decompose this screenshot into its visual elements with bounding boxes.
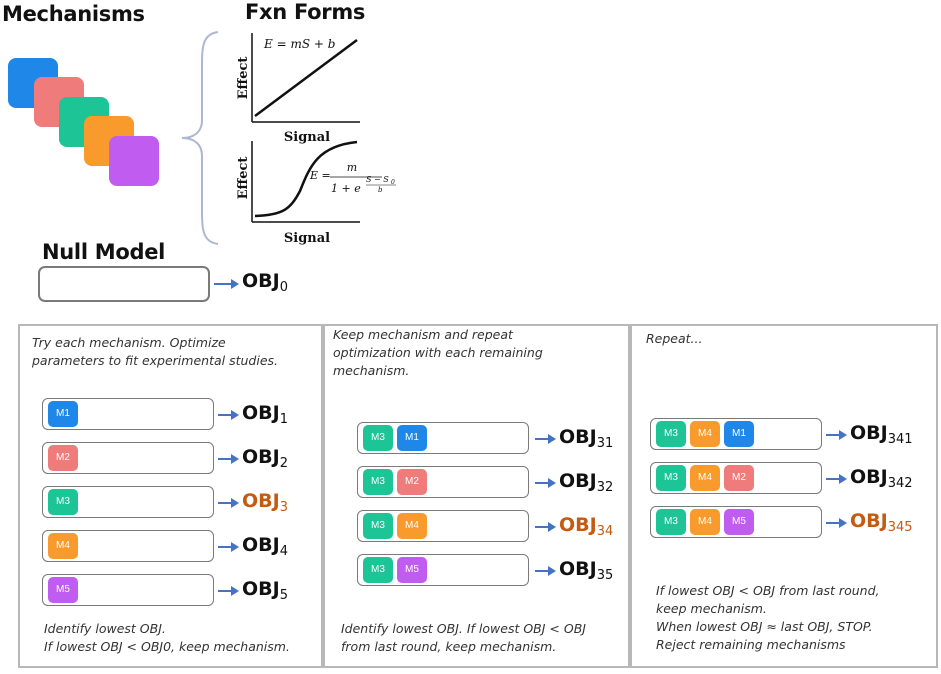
panel-3-row-3-obj-selected: OBJ345: [850, 510, 913, 535]
chip-m2: M2: [48, 445, 78, 471]
panel-2-row-1-arrow: [535, 434, 556, 444]
panel-1-row-2-arrow: [218, 454, 239, 464]
panel-1-row-5-arrow: [218, 586, 239, 596]
chip-m3: M3: [48, 489, 78, 515]
chip-m4: M4: [690, 421, 720, 447]
chip-m2: M2: [397, 469, 427, 495]
panel-1-row-4-arrow: [218, 542, 239, 552]
panel-2-row-3-arrow: [535, 522, 556, 532]
panel-2-row-4-obj: OBJ35: [559, 558, 614, 583]
panel-2-caption-bottom: Identify lowest OBJ. If lowest OBJ < OBJ…: [341, 621, 586, 654]
chip-m1: M1: [724, 421, 754, 447]
sigmoid-chart: Effect Signal E = m 1 + e S − S 0 b: [236, 140, 396, 246]
panel-1-row-1-arrow: [218, 410, 239, 420]
chip-m3: M3: [363, 513, 393, 539]
panel-1-row-4-box: M4: [42, 530, 214, 562]
svg-text:0: 0: [391, 179, 395, 186]
panel-1-row-2-box: M2: [42, 442, 214, 474]
panel-1-caption-bottom: Identify lowest OBJ. If lowest OBJ < OBJ…: [44, 621, 290, 654]
sigmoid-xlabel: Signal: [284, 231, 330, 246]
panel-1-row-5-obj: OBJ5: [242, 578, 288, 603]
chip-m4: M4: [690, 509, 720, 535]
panel-2-row-4-arrow: [535, 566, 556, 576]
panel-2-row-1-obj: OBJ31: [559, 426, 614, 451]
panel-3-row-3-box: M3 M4 M5: [650, 506, 822, 538]
panel-2-caption-top: Keep mechanism and repeat optimization w…: [333, 327, 543, 378]
linear-equation: E = mS + b: [263, 37, 335, 51]
panel-1-row-3-obj-selected: OBJ3: [242, 490, 288, 515]
svg-text:E =: E =: [309, 169, 331, 182]
panel-3-row-2-box: M3 M4 M2: [650, 462, 822, 494]
svg-text:m: m: [347, 161, 357, 174]
linear-xlabel: Signal: [284, 130, 330, 145]
chip-m3: M3: [363, 557, 393, 583]
chip-m2: M2: [724, 465, 754, 491]
panel-3-caption-top: Repeat...: [646, 331, 703, 346]
panel-2-row-4-box: M3 M5: [357, 554, 529, 586]
panel-3-row-1-arrow: [826, 430, 847, 440]
panel-2-row-2-box: M3 M2: [357, 466, 529, 498]
linear-ylabel: Effect: [236, 57, 251, 100]
sigmoid-ylabel: Effect: [236, 157, 251, 200]
panel-round-3: Repeat... M3 M4 M1 OBJ341 M3 M4 M2 OBJ34…: [630, 324, 938, 668]
panel-round-2: Keep mechanism and repeat optimization w…: [323, 324, 630, 668]
panel-2-row-2-arrow: [535, 478, 556, 488]
panel-1-row-1-box: M1: [42, 398, 214, 430]
linear-curve: [254, 38, 358, 118]
mechanisms-title: Mechanisms: [2, 2, 145, 26]
panel-3-row-2-arrow: [826, 474, 847, 484]
chip-m3: M3: [363, 469, 393, 495]
panel-1-row-1-obj: OBJ1: [242, 402, 288, 427]
svg-text:b: b: [378, 186, 383, 194]
chip-m4: M4: [48, 533, 78, 559]
null-model-title: Null Model: [42, 240, 166, 264]
chip-m5: M5: [724, 509, 754, 535]
panel-1-row-3-arrow: [218, 498, 239, 508]
panel-3-row-1-obj: OBJ341: [850, 422, 913, 447]
panel-2-row-2-obj: OBJ32: [559, 470, 614, 495]
panel-3-caption-bottom: If lowest OBJ < OBJ from last round, kee…: [656, 583, 880, 652]
panel-2-row-1-box: M3 M1: [357, 422, 529, 454]
chip-m3: M3: [363, 425, 393, 451]
chip-m4: M4: [690, 465, 720, 491]
null-model-arrow: [214, 279, 239, 289]
chip-m1: M1: [48, 401, 78, 427]
mechanism-card-5: [109, 136, 159, 186]
sigmoid-equation: E = m 1 + e S − S 0 b: [309, 161, 396, 195]
chip-m3: M3: [656, 509, 686, 535]
null-model-box: [38, 266, 210, 302]
panel-round-1: Try each mechanism. Optimize parameters …: [18, 324, 323, 668]
panel-1-row-5-box: M5: [42, 574, 214, 606]
chip-m5: M5: [397, 557, 427, 583]
chip-m3: M3: [656, 421, 686, 447]
chip-m4: M4: [397, 513, 427, 539]
panel-1-row-3-box: M3: [42, 486, 214, 518]
linear-chart: Effect Signal E = mS + b: [236, 33, 360, 145]
panel-2-row-3-box: M3 M4: [357, 510, 529, 542]
panel-1-row-2-obj: OBJ2: [242, 446, 288, 471]
chip-m1: M1: [397, 425, 427, 451]
svg-text:S − S: S − S: [366, 175, 389, 184]
panel-3-row-2-obj: OBJ342: [850, 466, 913, 491]
panel-1-caption-top: Try each mechanism. Optimize parameters …: [32, 335, 278, 368]
panel-1-row-4-obj: OBJ4: [242, 534, 288, 559]
null-model-obj: OBJ0: [242, 270, 288, 295]
panel-3-row-1-box: M3 M4 M1: [650, 418, 822, 450]
fxn-forms-title: Fxn Forms: [245, 0, 366, 24]
chip-m5: M5: [48, 577, 78, 603]
chip-m3: M3: [656, 465, 686, 491]
curly-brace: [181, 31, 219, 245]
svg-text:1 + e: 1 + e: [331, 182, 361, 195]
panel-2-row-3-obj-selected: OBJ34: [559, 514, 614, 539]
sigmoid-curve: [254, 140, 358, 218]
panel-3-row-3-arrow: [826, 518, 847, 528]
